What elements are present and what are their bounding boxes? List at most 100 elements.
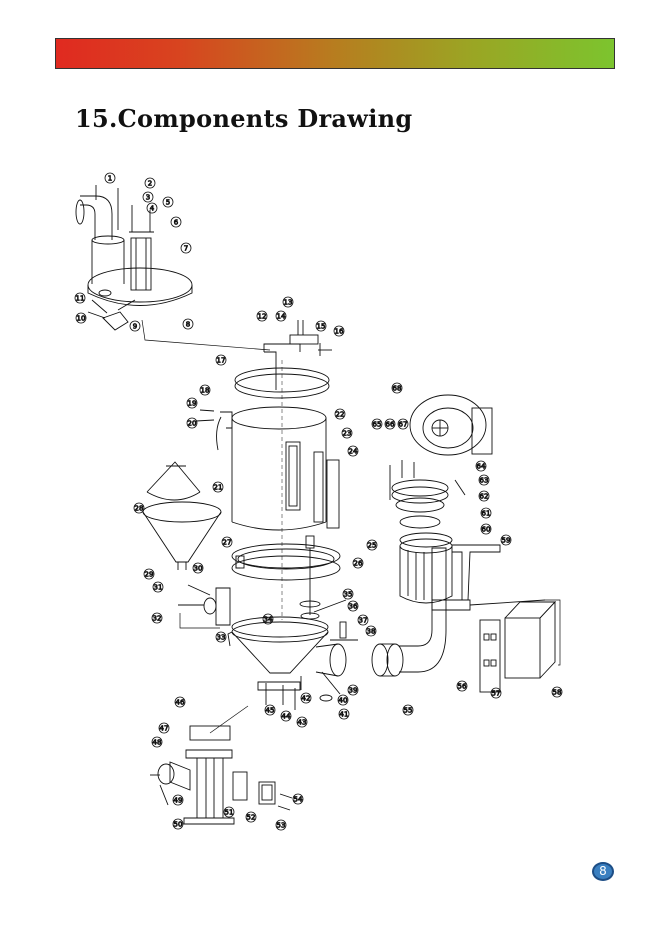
- callout-31: 31: [152, 581, 164, 593]
- callout-22: 22: [334, 408, 346, 420]
- svg-text:4: 4: [150, 205, 155, 213]
- svg-text:51: 51: [225, 809, 234, 817]
- callout-38: 38: [365, 625, 377, 637]
- svg-text:68: 68: [393, 385, 402, 393]
- callout-39: 39: [347, 684, 359, 696]
- callout-35: 35: [342, 588, 354, 600]
- callout-65: 65: [371, 418, 383, 430]
- callout-37: 37: [357, 614, 369, 626]
- callout-55: 55: [402, 704, 414, 716]
- svg-text:3: 3: [146, 194, 150, 202]
- blower-heater-assembly: [389, 394, 561, 693]
- callout-6: 6: [170, 216, 182, 228]
- svg-text:26: 26: [354, 560, 363, 568]
- callout-21: 21: [212, 481, 224, 493]
- svg-text:31: 31: [154, 584, 163, 592]
- svg-text:8: 8: [186, 321, 190, 329]
- page-number-badge: 8: [592, 862, 614, 881]
- svg-text:38: 38: [367, 628, 376, 636]
- svg-text:60: 60: [482, 526, 491, 534]
- svg-text:45: 45: [266, 707, 275, 715]
- callout-14: 14: [275, 310, 287, 322]
- callout-12: 12: [256, 310, 268, 322]
- svg-text:33: 33: [217, 634, 226, 642]
- svg-text:21: 21: [214, 484, 223, 492]
- svg-text:64: 64: [477, 463, 486, 471]
- callout-9: 9: [129, 320, 141, 332]
- svg-text:52: 52: [247, 814, 256, 822]
- svg-text:6: 6: [174, 219, 179, 227]
- callout-34: 34: [262, 613, 274, 625]
- callout-15: 15: [315, 320, 327, 332]
- callout-66: 66: [384, 418, 396, 430]
- callout-13: 13: [282, 296, 294, 308]
- suction-box-assembly: [75, 185, 271, 351]
- callout-27: 27: [221, 536, 233, 548]
- svg-text:65: 65: [373, 421, 382, 429]
- svg-text:62: 62: [480, 493, 489, 501]
- callout-42: 42: [300, 692, 312, 704]
- svg-text:24: 24: [349, 448, 358, 456]
- svg-text:66: 66: [386, 421, 395, 429]
- callout-63: 63: [478, 474, 490, 486]
- svg-text:23: 23: [343, 430, 352, 438]
- svg-text:9: 9: [133, 323, 137, 331]
- svg-text:40: 40: [339, 697, 348, 705]
- svg-text:32: 32: [153, 615, 162, 623]
- callout-44: 44: [280, 710, 292, 722]
- callout-23: 23: [341, 427, 353, 439]
- callout-61: 61: [480, 507, 492, 519]
- callout-41: 41: [338, 708, 350, 720]
- svg-text:46: 46: [176, 699, 185, 707]
- callout-26: 26: [352, 557, 364, 569]
- svg-text:37: 37: [359, 617, 368, 625]
- svg-text:17: 17: [217, 357, 226, 365]
- svg-text:44: 44: [282, 713, 291, 721]
- callout-64: 64: [475, 460, 487, 472]
- callout-47: 47: [158, 722, 170, 734]
- callout-8: 8: [182, 318, 194, 330]
- callout-3: 3: [142, 191, 154, 203]
- svg-text:12: 12: [258, 313, 267, 321]
- callout-17: 17: [215, 354, 227, 366]
- svg-text:18: 18: [201, 387, 210, 395]
- svg-text:27: 27: [223, 539, 232, 547]
- svg-text:10: 10: [77, 315, 86, 323]
- callout-28: 28: [133, 502, 145, 514]
- callout-59: 59: [500, 534, 512, 546]
- callout-30: 30: [192, 562, 204, 574]
- callout-10: 10: [75, 312, 87, 324]
- callout-11: 11: [74, 292, 86, 304]
- svg-text:14: 14: [277, 313, 286, 321]
- callout-56: 56: [456, 680, 468, 692]
- svg-text:22: 22: [336, 411, 345, 419]
- callout-67: 67: [397, 418, 409, 430]
- svg-text:61: 61: [482, 510, 491, 518]
- svg-text:13: 13: [284, 299, 293, 307]
- svg-text:35: 35: [344, 591, 353, 599]
- callout-49: 49: [172, 794, 184, 806]
- callout-16: 16: [333, 325, 345, 337]
- callout-43: 43: [296, 716, 308, 728]
- callout-2: 2: [144, 177, 156, 189]
- callout-48: 48: [151, 736, 163, 748]
- svg-text:28: 28: [135, 505, 144, 513]
- callout-46: 46: [174, 696, 186, 708]
- svg-text:42: 42: [302, 695, 311, 703]
- callout-4: 4: [146, 202, 158, 214]
- callout-58: 58: [551, 686, 563, 698]
- discharge-valve-assembly: [150, 705, 293, 825]
- callout-52: 52: [245, 811, 257, 823]
- callout-24: 24: [347, 445, 359, 457]
- hopper-assembly: [142, 320, 358, 710]
- svg-text:67: 67: [399, 421, 408, 429]
- svg-text:16: 16: [335, 328, 344, 336]
- svg-text:58: 58: [553, 689, 562, 697]
- header-gradient-banner: [55, 38, 615, 69]
- callout-5: 5: [162, 196, 174, 208]
- page-title: 15.Components Drawing: [75, 104, 413, 133]
- svg-text:48: 48: [153, 739, 162, 747]
- callout-29: 29: [143, 568, 155, 580]
- svg-text:36: 36: [349, 603, 358, 611]
